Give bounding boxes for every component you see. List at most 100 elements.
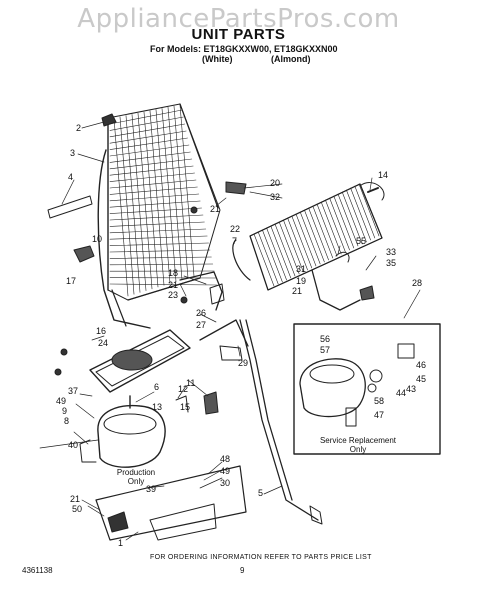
condenser-fin xyxy=(109,116,184,131)
evaporator-fin xyxy=(346,189,367,243)
callout-26: 26 xyxy=(196,308,206,318)
evaporator-fin xyxy=(291,215,313,269)
condenser-tube xyxy=(161,108,177,282)
callout-33: 33 xyxy=(386,247,396,257)
production-only-note: Production Only xyxy=(106,468,166,486)
condenser-fin xyxy=(109,123,186,138)
condenser-fin xyxy=(109,242,209,246)
callout-23: 23 xyxy=(168,290,178,300)
variant-almond: (Almond) xyxy=(271,54,311,64)
condenser-fin xyxy=(109,186,198,195)
model-variants: (White) (Almond) xyxy=(202,54,347,64)
callout-50: 50 xyxy=(72,504,82,514)
service-note-line2: Only xyxy=(349,445,367,454)
document-number: 4361138 xyxy=(22,566,53,575)
evaporator-fin xyxy=(283,219,304,273)
callout-49: 49 xyxy=(56,396,66,406)
variant-white: (White) xyxy=(202,54,233,64)
production-note-line2: Only xyxy=(127,477,145,486)
condenser-fin xyxy=(109,137,188,150)
condenser-tube xyxy=(137,112,153,290)
condenser-fin xyxy=(109,207,202,214)
condenser-fin xyxy=(109,228,207,234)
callout-24: 24 xyxy=(98,338,108,348)
callout-12: 12 xyxy=(178,384,188,394)
evaporator-fin xyxy=(274,223,296,277)
callout-58: 58 xyxy=(374,396,384,406)
condenser-fin xyxy=(109,249,211,253)
evaporator-fin xyxy=(295,213,317,267)
callout-7: 7 xyxy=(232,236,237,246)
watermark-text: AppliancePartsPros.com xyxy=(77,4,400,34)
evaporator-fin xyxy=(337,193,359,247)
callout-20: 20 xyxy=(270,178,280,188)
condenser-fin xyxy=(109,200,201,208)
page-title: UNIT PARTS xyxy=(191,26,286,43)
page-number: 9 xyxy=(240,566,245,575)
callout-21: 21 xyxy=(292,286,302,296)
callout-31: 31 xyxy=(296,264,306,274)
condenser-tube xyxy=(131,114,147,291)
condenser-tube xyxy=(143,111,159,288)
callout-21: 21 xyxy=(70,494,80,504)
evaporator-fin xyxy=(257,231,279,285)
condenser-fin xyxy=(109,165,194,176)
condenser-fin xyxy=(109,256,212,259)
model-numbers: For Models: ET18GKXXW00, ET18GKXXN00 xyxy=(150,44,338,54)
evaporator-fin xyxy=(333,195,355,249)
callout-5: 5 xyxy=(258,488,263,498)
evaporator-fin xyxy=(350,187,371,241)
evaporator-fin xyxy=(278,221,300,275)
callout-43: 43 xyxy=(406,384,416,394)
evaporator-fin xyxy=(287,217,308,271)
condenser-fin xyxy=(109,283,218,286)
callout-11: 11 xyxy=(186,378,195,388)
callout-8: 8 xyxy=(64,416,69,426)
small-parts xyxy=(47,113,379,525)
callout-37: 37 xyxy=(68,386,78,396)
callout-9: 9 xyxy=(62,406,67,416)
callout-21: 21 xyxy=(168,280,178,290)
condenser-fin xyxy=(109,263,214,266)
condenser-fin xyxy=(109,193,200,202)
callout-29: 29 xyxy=(238,358,248,368)
condenser-tube xyxy=(167,106,183,281)
callout-32: 32 xyxy=(270,192,280,202)
callout-46: 46 xyxy=(416,360,426,370)
callout-48: 48 xyxy=(220,454,230,464)
callout-39: 39 xyxy=(146,484,156,494)
callout-22: 22 xyxy=(230,224,240,234)
evaporator-fin xyxy=(253,233,275,287)
condenser-fin xyxy=(109,179,197,189)
evaporator-fin xyxy=(266,227,287,281)
callout-16: 16 xyxy=(96,326,106,336)
callout-19: 19 xyxy=(296,276,306,286)
callout-3: 3 xyxy=(70,148,75,158)
callout-15: 15 xyxy=(180,402,190,412)
service-note-line1: Service Replacement xyxy=(319,436,397,445)
callout-18: 18 xyxy=(168,268,178,278)
callout-35: 35 xyxy=(386,258,396,268)
callout-44: 44 xyxy=(396,388,406,398)
condenser-fin xyxy=(109,130,187,144)
condenser-tube xyxy=(155,109,171,284)
production-note-line1: Production xyxy=(116,468,156,477)
evaporator-fin xyxy=(308,207,329,261)
callout-17: 17 xyxy=(66,276,76,286)
condenser-tube xyxy=(179,104,195,277)
evaporator-fin xyxy=(358,183,380,237)
evaporator-fin xyxy=(299,211,321,265)
callout-40: 40 xyxy=(68,440,78,450)
condenser-tube xyxy=(149,110,165,286)
condenser-fin xyxy=(109,221,205,227)
evaporator-fin xyxy=(262,229,283,283)
refrigerant-tubing xyxy=(179,269,361,521)
callout-56: 56 xyxy=(320,334,330,344)
callout-30: 30 xyxy=(220,478,230,488)
condenser-tube xyxy=(119,116,135,295)
condenser-fin xyxy=(109,214,204,221)
evaporator-fin xyxy=(354,185,376,239)
callout-4: 4 xyxy=(68,172,73,182)
drain-pan xyxy=(89,329,191,393)
